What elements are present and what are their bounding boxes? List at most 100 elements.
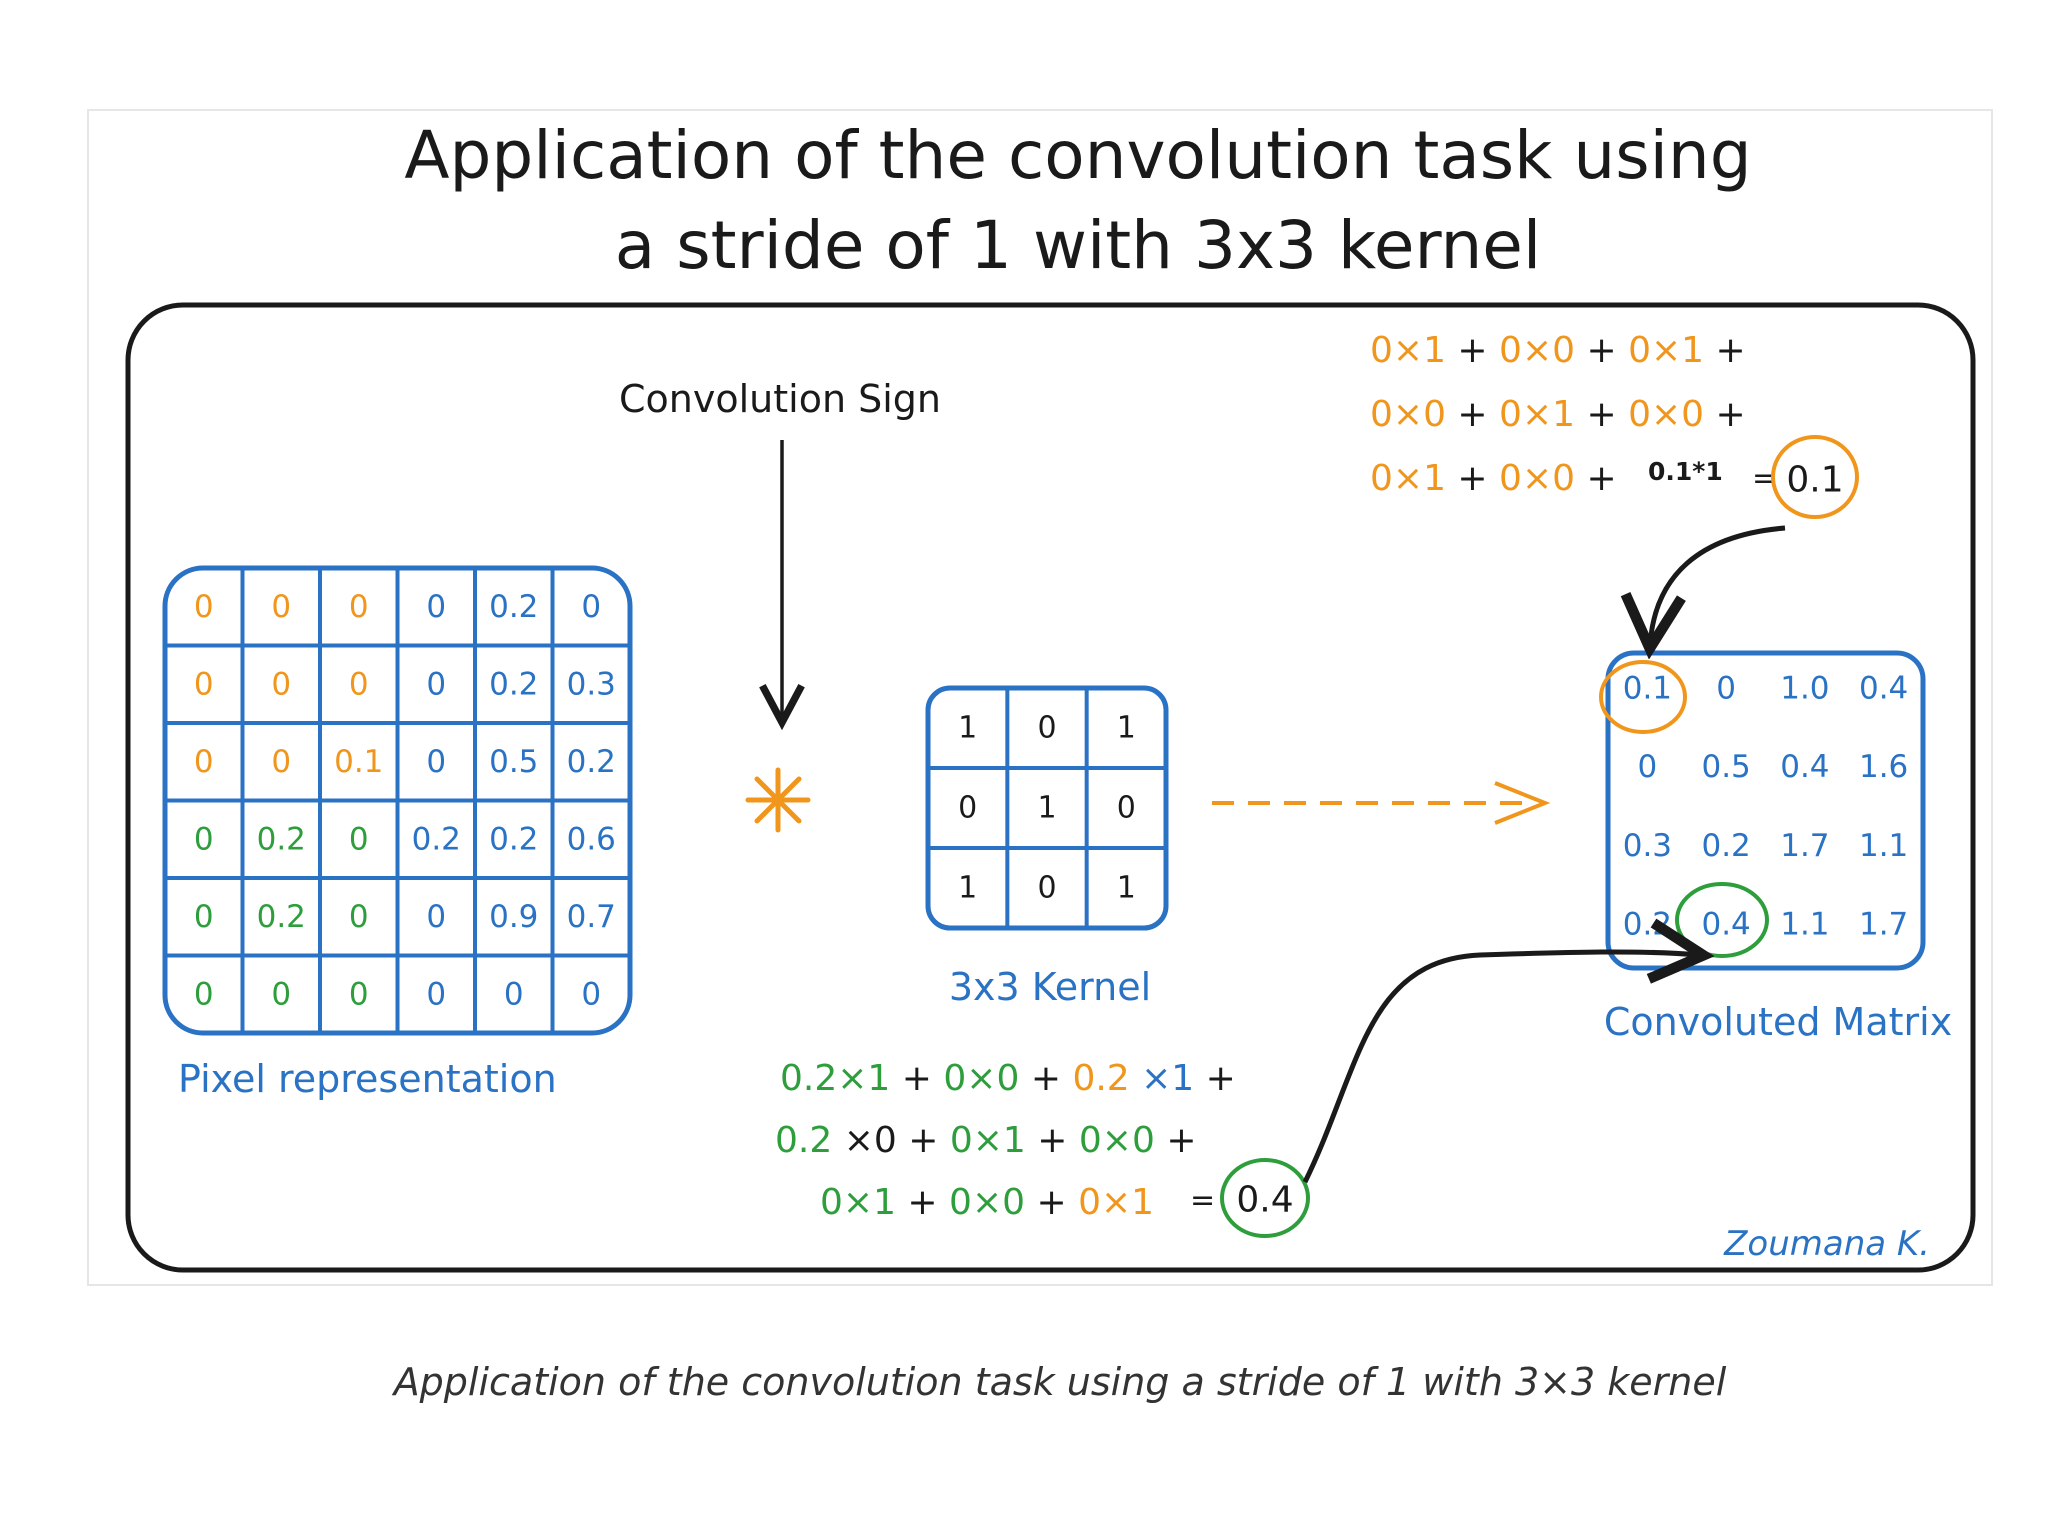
equation-top-term: 0×1	[1499, 394, 1575, 435]
pixel-cell: 0	[426, 744, 446, 780]
convoluted-cell: 1.1	[1780, 907, 1829, 943]
kernel-label: 3x3 Kernel	[949, 965, 1151, 1009]
equation-top-term: +	[1704, 330, 1746, 371]
convoluted-cell: 0	[1716, 670, 1736, 706]
kernel-cell: 0	[1037, 871, 1056, 906]
kernel-cell: 1	[958, 871, 977, 906]
kernel-cell: 0	[1117, 791, 1136, 826]
pixel-cell: 0.1	[334, 744, 383, 780]
equation-bottom-term: 0×1	[820, 1182, 896, 1223]
equation-top-extra-term: 0.1*1	[1648, 457, 1723, 486]
pixel-cell: 0	[194, 744, 214, 780]
pixel-cell: 0.2	[489, 666, 538, 702]
pixel-cell: 0	[194, 589, 214, 625]
equation-top-term: +	[1575, 458, 1617, 499]
equation-bottom-term: 0×1	[950, 1120, 1026, 1161]
kernel-cell: 0	[958, 791, 977, 826]
pixel-cell: 0	[194, 821, 214, 857]
equation-bottom-term: 0×0	[1079, 1120, 1155, 1161]
pixel-cell: 0.5	[489, 744, 538, 780]
kernel-cell: 0	[1037, 711, 1056, 746]
pixel-matrix-cells: 0 0 0 0 0.2 0 0 0 0 0 0.2 0.3 0 0 0.1 0 0.5 0.2 0 0.2 0 0.2 0.…	[194, 589, 616, 1013]
pixel-cell: 0	[271, 666, 291, 702]
pixel-cell: 0	[194, 976, 214, 1012]
equation-bottom-row: 0×1 + 0×0 + 0×1	[820, 1182, 1154, 1223]
pixel-cell: 0	[426, 666, 446, 702]
pixel-cell: 0.2	[257, 899, 306, 935]
equation-bottom-term: ×1	[1130, 1058, 1195, 1099]
equation-bottom-term: +	[1155, 1120, 1197, 1161]
equation-bottom-term: +	[1026, 1120, 1079, 1161]
equation-bottom-result: 0.4	[1236, 1180, 1293, 1221]
equation-bottom-term: +	[1194, 1058, 1236, 1099]
diagram-box	[125, 302, 1976, 1273]
curved-arrow-top	[1650, 525, 1786, 645]
pixel-cell: 0	[426, 976, 446, 1012]
pixel-cell: 0	[504, 976, 524, 1012]
equation-bottom-equals: =	[1190, 1183, 1215, 1218]
pixel-cell: 0.7	[567, 899, 616, 935]
equation-top-term: 0×1	[1370, 330, 1446, 371]
pixel-cell: 0	[581, 589, 601, 625]
equation-top-term: 0×0	[1499, 458, 1575, 499]
equation-top-result-circle	[1771, 435, 1859, 519]
pixel-cell: 0.2	[567, 744, 616, 780]
pixel-cell: 0	[349, 899, 369, 935]
equation-top-term: 0×0	[1628, 394, 1704, 435]
equation-bottom-term: 0.2	[1072, 1058, 1129, 1099]
pixel-cell: 0	[426, 899, 446, 935]
pixel-cell: 0	[271, 589, 291, 625]
equation-top-term: 0×1	[1370, 458, 1446, 499]
equation-bottom-term: +	[1025, 1182, 1078, 1223]
pixel-cell: 0	[271, 976, 291, 1012]
convoluted-cell: 1.0	[1780, 670, 1829, 706]
equation-bottom-term: +	[896, 1182, 949, 1223]
equation-top-term: 0×0	[1499, 330, 1575, 371]
equation-bottom-row: 0.2×1 + 0×0 + 0.2 ×1 +	[780, 1058, 1236, 1099]
equation-top-row: 0×1 + 0×0 + 0×1 +	[1370, 330, 1746, 371]
image-frame	[87, 109, 1993, 1286]
kernel-matrix-border	[925, 685, 1169, 931]
pixel-representation-label: Pixel representation	[178, 1057, 557, 1101]
equation-top-term: +	[1446, 394, 1499, 435]
equation-top: 0×1 + 0×0 + 0×1 +0×0 + 0×1 + 0×0 +0×1 + …	[1370, 330, 1746, 499]
convoluted-cell: 1.1	[1859, 828, 1908, 864]
equation-top-result: 0.1	[1786, 460, 1843, 501]
equation-bottom-term: 0.2	[775, 1120, 832, 1161]
pixel-cell: 0.2	[489, 821, 538, 857]
convoluted-cell: 0.4	[1859, 670, 1908, 706]
equation-bottom-term: 0×1	[1078, 1182, 1154, 1223]
convoluted-cell: 1.7	[1859, 907, 1908, 943]
pixel-cell: 0.2	[412, 821, 461, 857]
pixel-cell: 0	[581, 976, 601, 1012]
pixel-cell: 0	[349, 589, 369, 625]
convoluted-matrix-label: Convoluted Matrix	[1604, 1000, 1952, 1044]
figure-caption: Application of the convolution task usin…	[391, 1360, 1727, 1404]
pixel-cell: 0.6	[567, 821, 616, 857]
pixel-cell: 0.3	[567, 666, 616, 702]
convoluted-cell: 0.2	[1701, 828, 1750, 864]
pixel-cell: 0.2	[257, 821, 306, 857]
equation-bottom-term: 0×0	[949, 1182, 1025, 1223]
equation-top-term: 0×1	[1628, 330, 1704, 371]
kernel-cell: 1	[1117, 871, 1136, 906]
equation-top-term: +	[1575, 330, 1628, 371]
convoluted-cell: 0	[1638, 749, 1658, 785]
convoluted-matrix-border	[1605, 650, 1926, 971]
convoluted-cell: 0.2	[1623, 907, 1672, 943]
convoluted-cell: 1.7	[1780, 828, 1829, 864]
output-highlight-top-left	[1599, 660, 1687, 734]
diagram-title-line-1: Application of the convolution task usin…	[404, 117, 1751, 194]
pixel-cell: 0	[349, 821, 369, 857]
convolution-sign-label: Convolution Sign	[619, 377, 941, 421]
diagram-title-line-2: a stride of 1 with 3x3 kernel	[615, 207, 1541, 284]
kernel-cell: 1	[1037, 791, 1056, 826]
equation-bottom-row: 0.2 ×0 + 0×1 + 0×0 +	[775, 1120, 1196, 1161]
pixel-cell: 0	[349, 666, 369, 702]
author-signature: Zoumana K.	[1723, 1224, 1930, 1264]
equation-bottom-term: +	[1019, 1058, 1072, 1099]
